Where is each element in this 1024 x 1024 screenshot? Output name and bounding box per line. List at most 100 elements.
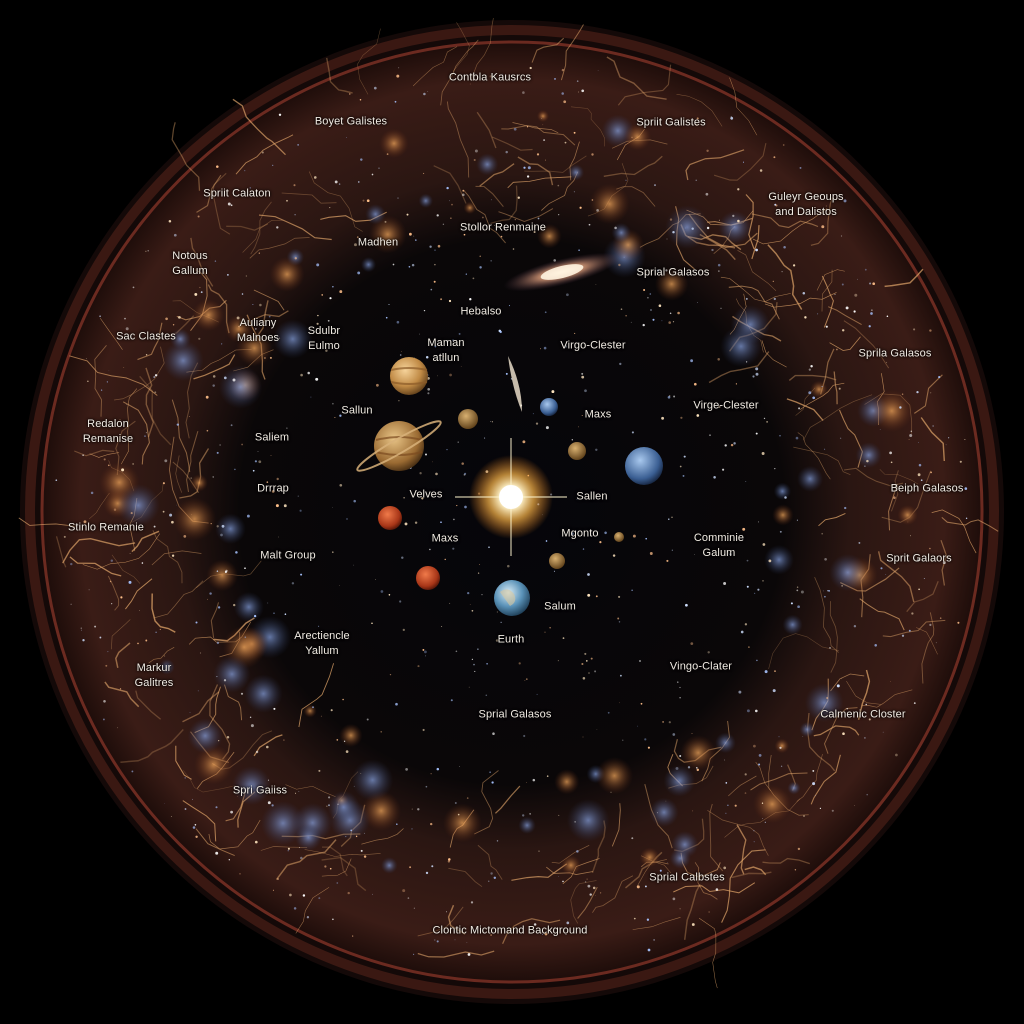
star (214, 260, 217, 262)
star (599, 892, 602, 894)
star (845, 306, 849, 310)
star (808, 368, 811, 371)
web-filament (511, 863, 568, 881)
star (108, 370, 110, 372)
star (513, 127, 517, 131)
web-filament (224, 684, 243, 721)
star (522, 440, 526, 444)
web-filament (122, 401, 150, 465)
star (421, 497, 424, 500)
star (748, 646, 750, 648)
label-eurth: Eurth (497, 633, 525, 646)
star (554, 77, 556, 80)
star (916, 390, 919, 394)
star (407, 897, 410, 899)
star (460, 365, 462, 367)
star (347, 891, 350, 895)
planet-small-moon (458, 409, 478, 429)
star (768, 559, 772, 563)
star (380, 730, 383, 733)
star (394, 100, 397, 103)
web-filament (761, 340, 787, 368)
star (490, 421, 491, 422)
web-filament (326, 57, 353, 94)
galaxy-cluster (303, 704, 317, 718)
star (929, 547, 931, 550)
star (127, 423, 129, 425)
star (685, 227, 687, 229)
star (474, 670, 476, 672)
label-salum: Salum (544, 600, 576, 613)
star (302, 894, 306, 897)
star (283, 504, 287, 508)
star (812, 396, 816, 400)
star (828, 590, 830, 592)
web-filament (611, 803, 621, 847)
star (113, 508, 117, 511)
star (169, 513, 173, 517)
star (279, 337, 281, 339)
star (930, 471, 932, 474)
web-filament (751, 225, 760, 260)
star (825, 325, 828, 328)
star (644, 738, 647, 741)
star (455, 650, 458, 653)
label-mgonto: Mgonto (561, 527, 599, 540)
star (354, 243, 357, 247)
star (481, 594, 483, 596)
star (294, 213, 296, 216)
star (124, 317, 126, 320)
star (257, 451, 259, 452)
star (764, 821, 766, 823)
star (522, 91, 525, 94)
star (666, 559, 669, 562)
star (644, 271, 647, 274)
web-filament (447, 904, 466, 935)
label-virgo-clester-upper: Virgo-Clester (560, 339, 626, 352)
star (266, 745, 269, 749)
star (212, 375, 216, 378)
web-filament (884, 268, 924, 288)
star (882, 731, 884, 733)
galaxy-cluster (654, 267, 689, 301)
web-filament (833, 371, 838, 405)
star (553, 570, 555, 572)
star (594, 895, 596, 896)
star (725, 812, 727, 814)
star (411, 808, 413, 810)
star (452, 547, 455, 550)
star (448, 858, 451, 861)
star (241, 443, 243, 446)
galaxy-cluster (187, 718, 223, 754)
star (500, 235, 503, 238)
star (212, 384, 215, 387)
star (223, 376, 227, 380)
star (399, 600, 402, 603)
label-malt-group: Malt Group (260, 549, 316, 562)
star (717, 358, 720, 361)
star (595, 448, 598, 452)
label-madhen: Madhen (357, 236, 399, 249)
web-filament (186, 430, 199, 492)
star (685, 603, 688, 607)
galaxy-cluster (261, 801, 305, 846)
star (440, 521, 442, 524)
web-filament (560, 24, 584, 81)
star (85, 358, 87, 360)
star (318, 897, 321, 900)
star (325, 349, 328, 352)
star (666, 238, 668, 240)
star (224, 570, 227, 574)
star (332, 507, 333, 508)
web-filament (151, 593, 176, 633)
star (473, 663, 475, 666)
star (604, 531, 607, 535)
web-filament (193, 354, 236, 380)
star (139, 610, 140, 611)
star (155, 631, 157, 634)
star (106, 381, 109, 383)
star (218, 740, 220, 742)
star (669, 218, 673, 221)
star (691, 227, 694, 230)
star (162, 510, 165, 513)
